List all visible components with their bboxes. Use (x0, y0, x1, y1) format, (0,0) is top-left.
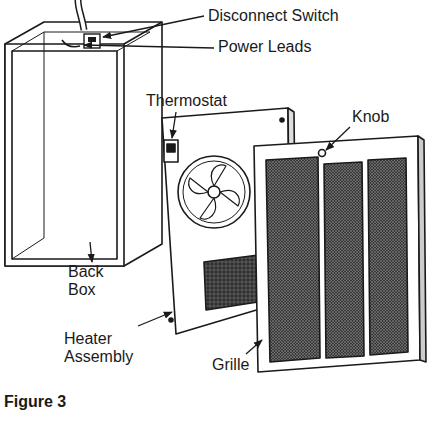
grille (254, 136, 426, 372)
part-label: Heater Assembly (64, 330, 148, 366)
back-box (5, 22, 162, 266)
part-label: Thermostat (146, 92, 256, 110)
part-label: Grille (212, 356, 272, 374)
figure-caption: Figure 3 (4, 393, 66, 411)
part-label: Power Leads (218, 38, 338, 56)
knob (319, 150, 326, 157)
power-leads (62, 40, 80, 47)
leader-lines (84, 16, 350, 354)
power-cable (78, 0, 84, 30)
part-label: Knob (352, 108, 412, 126)
part-label: Disconnect Switch (208, 7, 378, 25)
part-label: Back Box (68, 263, 118, 299)
